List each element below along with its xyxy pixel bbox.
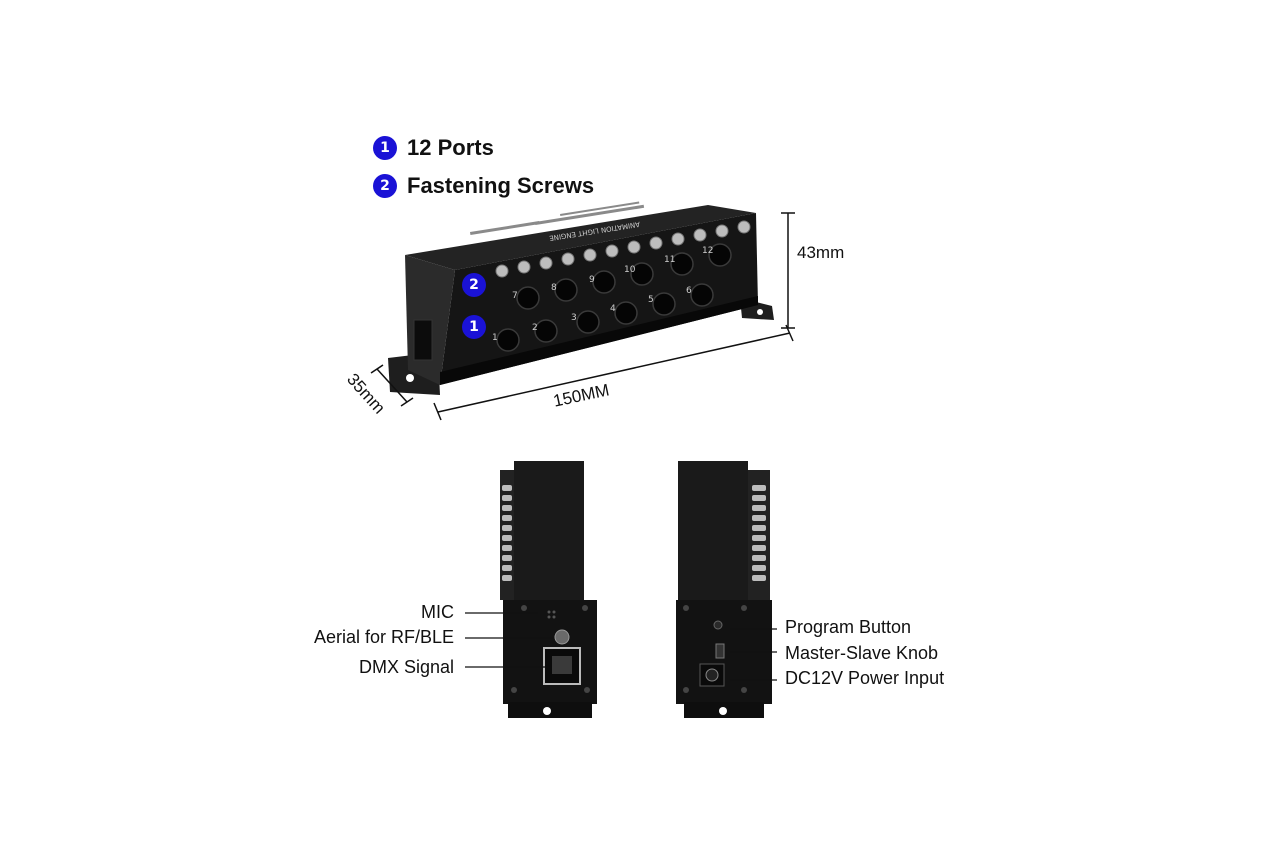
dc-jack — [413, 319, 433, 361]
mount-hole-left — [406, 374, 414, 382]
main-device — [388, 201, 774, 395]
port-number: 7 — [512, 291, 518, 301]
port-number: 4 — [610, 304, 616, 314]
callout-program-button: Program Button — [785, 617, 912, 637]
callout-master-slave: Master-Slave Knob — [785, 643, 939, 663]
port-number: 9 — [589, 275, 595, 285]
dimension-lines — [370, 212, 795, 421]
number-badge: 2 — [462, 273, 486, 297]
legend-item-ports: 1 12 Ports — [373, 135, 494, 161]
callout-aerial: Aerial for RF/BLE — [313, 627, 454, 647]
port-number: 5 — [648, 295, 654, 305]
port-number: 2 — [532, 323, 538, 333]
callout-dc-power: DC12V Power Input — [785, 668, 945, 688]
callout-mic: MIC — [421, 602, 454, 622]
port-number: 12 — [702, 246, 713, 256]
number-badge: 1 — [462, 315, 486, 339]
legend-label: 12 Ports — [407, 135, 494, 160]
callout-lines — [465, 612, 777, 681]
mount-hole-right — [757, 309, 763, 315]
port-numbers: 7 8 9 10 11 12 1 2 3 4 5 6 — [492, 246, 713, 343]
device-top-face — [405, 205, 756, 270]
end-view-left — [500, 461, 597, 718]
height-dimension: 43mm — [797, 243, 845, 262]
port-number: 8 — [551, 283, 557, 293]
port-number: 3 — [571, 313, 577, 323]
port-number: 6 — [686, 286, 692, 296]
number-badge: 2 — [373, 174, 397, 198]
number-badge: 1 — [373, 136, 397, 160]
port-number: 11 — [664, 255, 675, 265]
port-number: 1 — [492, 333, 498, 343]
end-view-right — [676, 461, 772, 718]
callout-dmx: DMX Signal — [358, 657, 454, 677]
legend-label: Fastening Screws — [407, 173, 595, 198]
legend-item-screws: 2 Fastening Screws — [373, 173, 594, 199]
device-base-rail — [440, 296, 758, 385]
port-number: 10 — [624, 265, 636, 275]
